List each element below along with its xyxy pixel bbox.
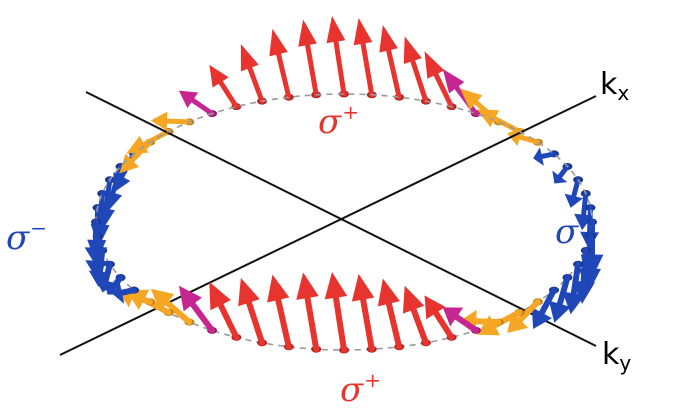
- arrow-shaft: [389, 304, 399, 347]
- arrow-shaft: [584, 250, 586, 281]
- arrow-head: [241, 44, 259, 71]
- sigma-sup: −: [30, 216, 47, 240]
- arrow-shaft: [389, 50, 400, 97]
- spin-arrow-front-16: [267, 275, 294, 351]
- arrow-head: [379, 25, 398, 52]
- arrow-head: [404, 36, 422, 64]
- spin-arrow-back-22: [533, 147, 559, 166]
- arrow-shaft: [413, 61, 426, 101]
- spin-arrow-front-17: [238, 278, 267, 346]
- sigma-minus-right-label: σ−: [555, 212, 596, 249]
- arrow-shaft: [221, 82, 237, 106]
- arrow-head: [403, 286, 424, 314]
- ky-sub: y: [619, 351, 631, 375]
- arrow-shaft: [167, 121, 189, 122]
- kx-sub: x: [617, 81, 629, 105]
- sigma-symbol: σ: [555, 212, 578, 252]
- arrow-shaft: [363, 300, 372, 350]
- arrow-shaft: [476, 321, 498, 322]
- arrow-shaft: [249, 303, 262, 343]
- arrow-head: [325, 272, 348, 299]
- arrow-shaft: [336, 298, 344, 350]
- ky-axis-label: ky: [602, 340, 631, 373]
- arrow-shaft: [574, 264, 578, 293]
- ky-base: k: [602, 337, 619, 372]
- sigma-symbol: σ: [6, 218, 29, 258]
- spin-arrow-back-10: [241, 44, 267, 105]
- sigma-minus-left-label: σ−: [6, 218, 47, 255]
- arrow-shaft: [193, 100, 212, 113]
- spin-arrow-back-23: [552, 163, 572, 184]
- spin-arrow-back-11: [269, 29, 294, 101]
- arrow-head: [269, 29, 287, 56]
- sigma-plus-top-label: σ+: [318, 102, 359, 139]
- spin-arrow-front-15: [296, 272, 321, 352]
- arrow-head: [327, 16, 346, 43]
- arrow-shaft: [574, 180, 578, 196]
- kx-base: k: [600, 67, 617, 102]
- arrow-head: [352, 274, 374, 302]
- spin-arrow-back-9: [209, 65, 241, 110]
- arrow-shaft: [414, 310, 426, 343]
- spin-arrow-front-12: [378, 278, 404, 350]
- arrow-shaft: [221, 305, 237, 337]
- spin-arrow-back-24: [565, 176, 583, 208]
- spin-arrow-front-13: [352, 274, 377, 353]
- arrow-shaft: [122, 290, 134, 293]
- sigma-sup: −: [579, 210, 596, 234]
- arrow-shaft: [250, 68, 262, 101]
- arrow-shaft: [278, 300, 289, 347]
- arrow-head: [425, 51, 445, 78]
- spin-arrow-front-14: [325, 272, 349, 354]
- front-arrows: [85, 219, 604, 354]
- arrow-head: [298, 20, 317, 47]
- spin-arrow-back-13: [327, 16, 349, 98]
- sigma-sup: +: [364, 368, 381, 392]
- arrow-head: [378, 278, 400, 306]
- back-arrows: [87, 16, 599, 263]
- arrow-shaft: [336, 42, 344, 94]
- spin-arrow-back-12: [298, 20, 321, 99]
- arrow-shaft: [193, 304, 212, 330]
- arrow-head: [267, 275, 289, 303]
- arrow-shaft: [560, 166, 568, 176]
- arrow-shaft: [520, 137, 538, 142]
- spin-arrow-back-15: [379, 25, 404, 101]
- arrow-head: [238, 278, 260, 306]
- spin-arrow-back-14: [354, 18, 377, 98]
- arrow-head: [354, 18, 373, 45]
- arrow-shaft: [363, 44, 372, 95]
- arrow-shaft: [144, 131, 169, 144]
- kx-axis-label: kx: [600, 70, 629, 103]
- sigma-symbol: σ: [340, 370, 363, 410]
- sigma-plus-bottom-label: σ+: [340, 370, 381, 407]
- sigma-sup: +: [342, 100, 359, 124]
- arrow-shaft: [308, 45, 317, 95]
- arrow-shaft: [307, 298, 316, 349]
- arrow-head: [296, 272, 318, 300]
- sigma-symbol: σ: [318, 102, 341, 142]
- arrow-shaft: [279, 54, 289, 97]
- arrow-shaft: [542, 154, 554, 157]
